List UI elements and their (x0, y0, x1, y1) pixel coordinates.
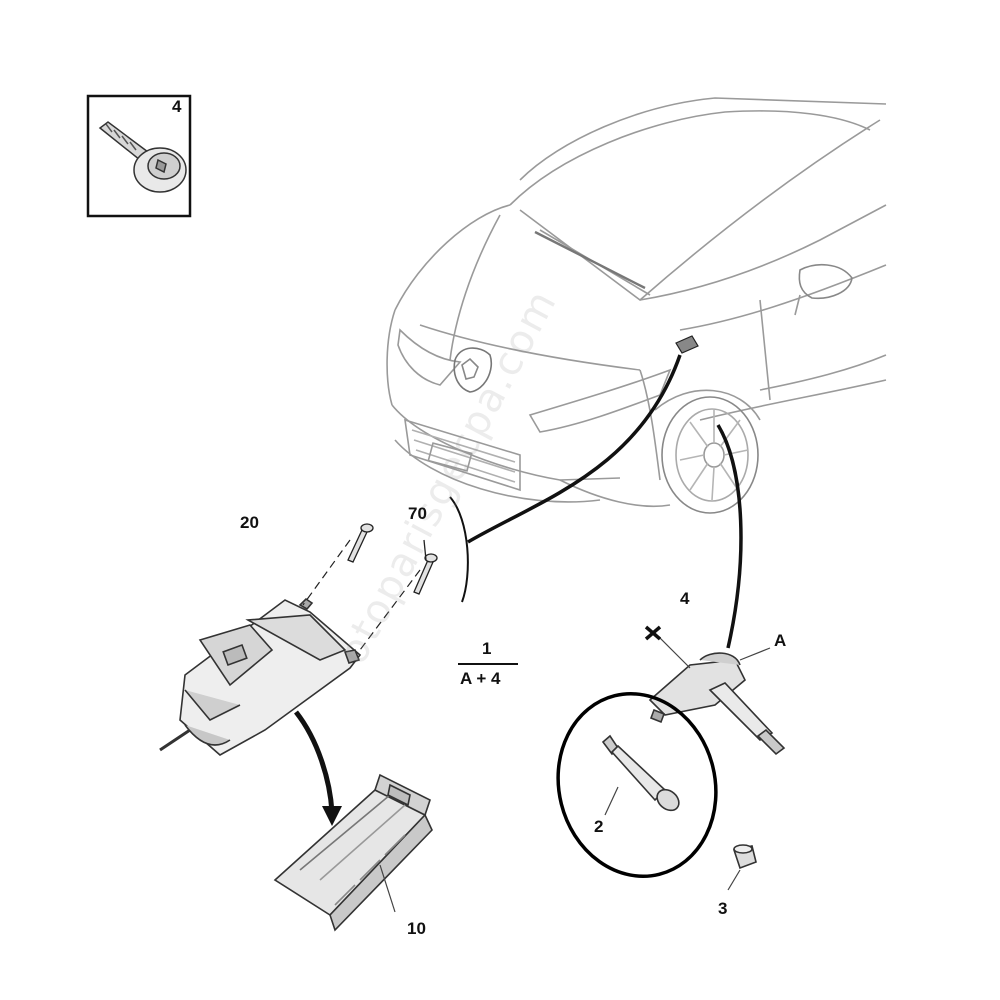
car-front-outline (386, 97, 887, 514)
tapping-screw-icon (98, 121, 187, 193)
highlight-circle (556, 692, 718, 878)
arrow-head-icon (322, 806, 342, 826)
leader-lines-small (379, 632, 771, 913)
valve-stem-part (601, 734, 680, 812)
screw-20-70-icons (347, 523, 438, 595)
valve-cap-part (732, 844, 757, 870)
label-screw-box: 4 (172, 97, 182, 116)
routing-lines (294, 354, 743, 813)
label-screws: 70 (408, 504, 427, 523)
module-part (273, 773, 433, 932)
module-to-car-line (467, 354, 682, 544)
label-kit-top: 1 (482, 639, 492, 658)
bracket-part (159, 597, 362, 756)
brace-arc (449, 496, 469, 603)
label-valve-stem: 2 (594, 817, 604, 836)
screw-leader-lines (302, 539, 421, 651)
sensor-assembly-part (648, 652, 786, 756)
bracket-to-module-arrow (294, 710, 335, 813)
car-connector-icon (675, 335, 699, 354)
label-kit-bottom: A + 4 (460, 669, 501, 688)
screw-inset-box (86, 94, 192, 218)
cross-mark-icon (644, 625, 662, 641)
label-valve-screw: 4 (680, 589, 690, 608)
label-module: 10 (407, 919, 426, 938)
label-sensor-assembly: A (774, 631, 787, 650)
label-valve-cap: 3 (718, 899, 728, 918)
wheel-to-sensor-line (716, 424, 743, 649)
label-bracket: 20 (240, 513, 259, 532)
